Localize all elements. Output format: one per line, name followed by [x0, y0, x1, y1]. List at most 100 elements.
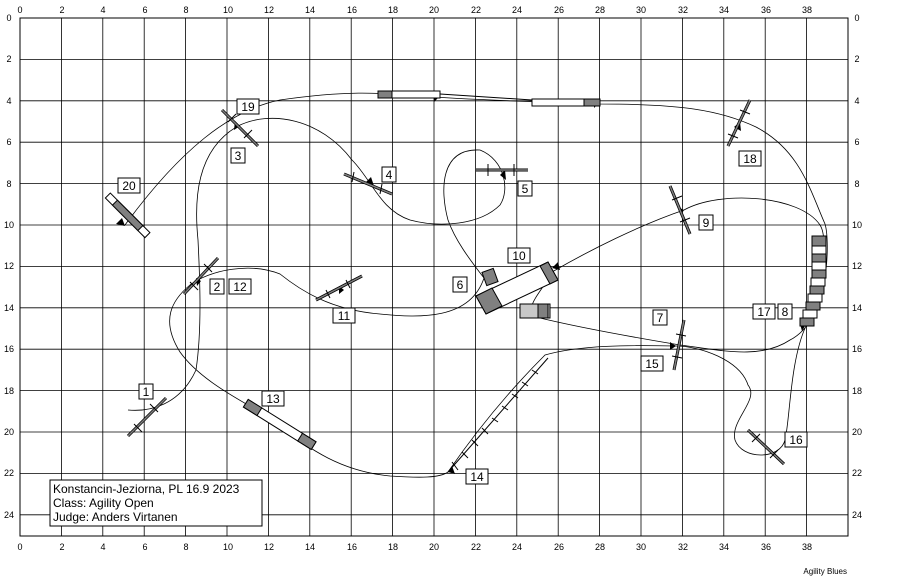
y-tick: 8	[854, 179, 859, 189]
obstacle-dogwalk	[377, 90, 601, 107]
course-info-box: Konstancin-Jeziorna, PL 16.9 2023 Class:…	[49, 479, 263, 527]
y-tick: 14	[852, 303, 862, 313]
y-tick: 18	[852, 386, 862, 396]
x-tick: 16	[347, 5, 357, 15]
label-5-text: 5	[522, 182, 529, 196]
obstacle-9-jump	[668, 185, 692, 235]
brand-text: Agility Blues	[803, 567, 847, 576]
x-tick: 14	[305, 5, 315, 15]
y-tick: 16	[4, 344, 14, 354]
y-tick: 2	[854, 54, 859, 64]
x-tick: 28	[595, 542, 605, 552]
label-17-text: 17	[757, 305, 771, 319]
x-tick: 0	[17, 542, 22, 552]
x-tick: 18	[388, 542, 398, 552]
label-12: 12	[228, 278, 252, 295]
x-tick: 2	[59, 5, 64, 15]
x-tick: 8	[183, 542, 188, 552]
x-tick: 36	[761, 5, 771, 15]
x-tick: 2	[59, 542, 64, 552]
obstacle-1-jump	[126, 396, 168, 438]
label-13-text: 13	[266, 392, 280, 406]
x-tick: 36	[761, 542, 771, 552]
obstacle-11-jump	[315, 274, 363, 302]
y-tick: 16	[852, 344, 862, 354]
x-tick: 18	[388, 5, 398, 15]
x-tick: 30	[636, 542, 646, 552]
x-tick: 20	[429, 542, 439, 552]
label-16-text: 16	[789, 433, 803, 447]
x-tick: 24	[512, 5, 522, 15]
axis-right: 0 2 4 6 8 10 12 14 16 18 20 22 24	[852, 13, 862, 520]
y-tick: 18	[4, 386, 14, 396]
y-tick: 6	[6, 137, 11, 147]
label-9-text: 9	[703, 216, 710, 230]
x-tick: 34	[719, 542, 729, 552]
x-tick: 10	[223, 542, 233, 552]
obstacle-16-jump	[746, 428, 786, 466]
x-tick: 26	[554, 5, 564, 15]
x-tick: 32	[678, 5, 688, 15]
obstacle-labels: 1 2 3 4 5 6 7 8	[117, 98, 808, 485]
label-10: 10	[507, 247, 531, 264]
label-14-text: 14	[470, 470, 484, 484]
label-15-text: 15	[645, 357, 659, 371]
dog-path	[124, 92, 828, 478]
obstacle-4-jump	[343, 171, 393, 196]
label-2-text: 2	[214, 280, 221, 294]
y-tick: 10	[852, 220, 862, 230]
x-tick: 32	[678, 542, 688, 552]
judge-text: Judge: Anders Virtanen	[53, 510, 178, 524]
x-tick: 0	[17, 5, 22, 15]
x-tick: 6	[142, 5, 147, 15]
label-1-text: 1	[143, 385, 150, 399]
x-tick: 10	[223, 5, 233, 15]
axis-top: 0 2 4 6 8 10 12 14 16 18 20 22 24 26 28 …	[17, 5, 812, 15]
x-tick: 4	[100, 542, 105, 552]
y-tick: 14	[4, 303, 14, 313]
y-tick: 0	[6, 13, 11, 23]
arrow-marker	[116, 218, 125, 226]
label-10-text: 10	[512, 249, 526, 263]
y-tick: 12	[4, 261, 14, 271]
x-tick: 28	[595, 5, 605, 15]
obstacle-6-10-aframe	[475, 261, 559, 319]
label-2: 2	[209, 278, 225, 295]
x-tick: 12	[264, 5, 274, 15]
label-3: 3	[230, 147, 246, 164]
x-tick: 8	[183, 5, 188, 15]
label-6-text: 6	[457, 278, 464, 292]
label-7-text: 7	[657, 311, 664, 325]
y-tick: 10	[4, 220, 14, 230]
label-7: 7	[652, 309, 668, 326]
label-15: 15	[640, 355, 664, 372]
arrow-marker	[366, 177, 374, 186]
x-tick: 20	[429, 5, 439, 15]
x-tick: 6	[142, 542, 147, 552]
arrow-marker	[552, 262, 560, 270]
label-16: 16	[784, 431, 808, 448]
label-19: 19	[236, 98, 260, 115]
label-14: 14	[465, 468, 489, 485]
label-4-text: 4	[386, 168, 393, 182]
obstacle-2-jump	[182, 256, 220, 296]
arrow-marker	[670, 342, 676, 350]
label-4: 4	[381, 166, 397, 183]
y-tick: 24	[4, 510, 14, 520]
y-tick: 2	[6, 54, 11, 64]
x-tick: 22	[471, 542, 481, 552]
label-12-text: 12	[233, 280, 247, 294]
label-20: 20	[117, 177, 141, 194]
label-13: 13	[261, 390, 285, 407]
obstacle-8-17-tunnel	[799, 235, 827, 327]
arrow-marker	[500, 170, 506, 180]
label-18-text: 18	[743, 152, 757, 166]
y-tick: 20	[852, 427, 862, 437]
x-tick: 4	[100, 5, 105, 15]
label-3-text: 3	[235, 149, 242, 163]
axis-left: 0 2 4 6 8 10 12 14 16 18 20 22 24	[4, 13, 14, 520]
x-tick: 14	[305, 542, 315, 552]
y-tick: 22	[852, 468, 862, 478]
class-text: Class: Agility Open	[53, 496, 154, 510]
